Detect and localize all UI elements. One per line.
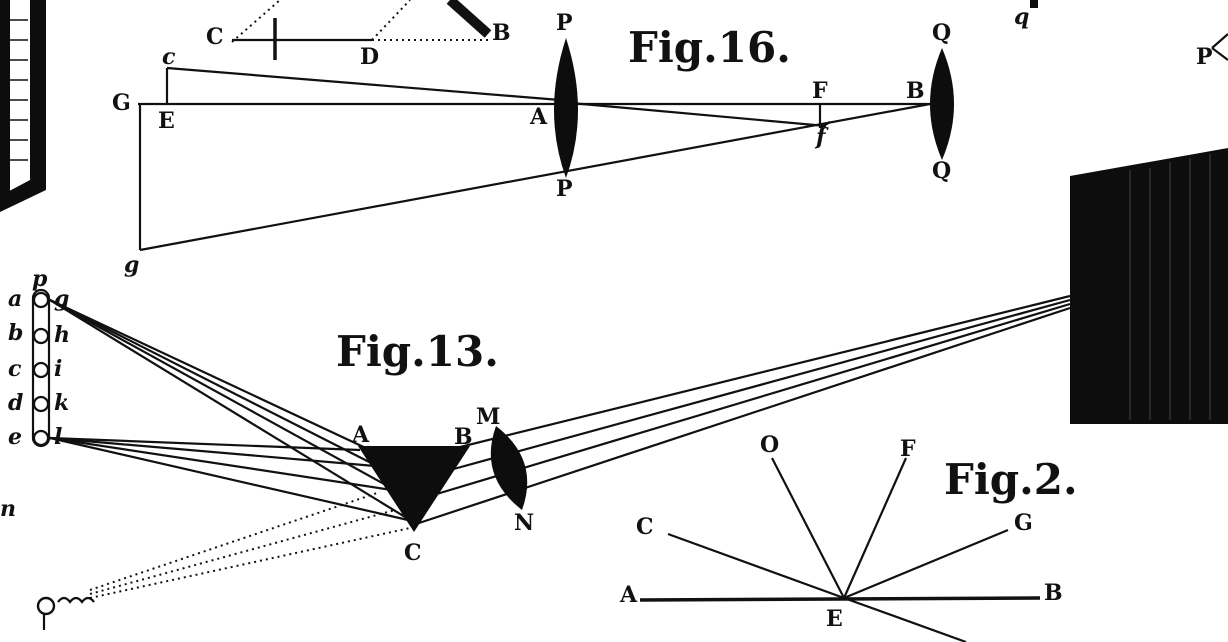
fig16-label-Q-bottom: Q [932,158,951,184]
fig16-label-P-top: P [556,10,573,36]
fig2-label-B: B [1044,580,1063,606]
fig13-label-l: l [54,424,62,450]
lens-pp [554,38,578,178]
fig16-title: Fig.16. [628,23,791,72]
fig2-label-E: E [826,606,843,632]
fig16-label-B-top: B [492,20,511,46]
fig13-label-side-n: n [0,496,16,522]
fig13-label-C: C [404,540,422,566]
eye-lashes [57,596,95,604]
fig13-label-k: k [54,390,69,416]
fig13-label-b: b [8,320,23,346]
fig16-label-f: f [814,124,829,150]
figure-16: Fig.16. C D B P P Q Q c G E A F B f g [112,0,954,278]
fig16-label-g: g [124,252,139,278]
fig16-label-c: c [162,44,176,70]
edge-mark [1030,0,1038,8]
fig13-label-B: B [454,424,473,450]
fig2-label-O: O [760,432,779,458]
fig16-label-Q-top: Q [932,20,951,46]
fig16-label-G: G [112,90,131,116]
fig13-label-e: e [8,424,22,450]
fig13-label-M: M [476,404,500,430]
fig2-label-G: G [1014,510,1033,536]
fig13-label-a: a [8,286,22,312]
fig16-label-A: A [529,104,548,130]
fig2-label-F: F [900,436,916,462]
prism-abc [358,446,470,532]
fig2-title: Fig.2. [944,455,1078,504]
fig13-label-g: g [54,286,69,312]
fig16-label-E: E [158,108,175,134]
fig13-label-d: d [8,390,23,416]
fig2-label-C: C [636,514,654,540]
screen-panel [1070,148,1228,424]
fig13-label-h: h [54,322,70,348]
edge-label-P: P [1196,44,1213,70]
fig13-label-c: c [8,356,22,382]
fig13-label-i: i [54,356,62,382]
fig16-label-D: D [360,44,379,70]
fig13-label-A: A [351,422,370,448]
fig16-label-P-bottom: P [556,176,573,202]
eye-icon [36,596,56,616]
left-edge-panel [0,0,46,212]
edge-bracket [1211,33,1228,61]
lens-mn [490,426,528,510]
fig13-title: Fig.13. [336,327,499,376]
fig2-label-A: A [619,582,638,608]
fig13-label-N: N [514,510,534,536]
fig16-label-B: B [906,78,925,104]
lens-qq [930,48,954,160]
figure-2: Fig.2. O F C G A B E [619,432,1078,642]
fig16-label-C: C [206,24,224,50]
figure-13: Fig.13. p a b c d e g h i k l n A B C M … [0,148,1228,630]
screen-texture [1129,154,1211,420]
fig13-label-p: p [32,266,48,292]
fig16-label-F: F [812,78,828,104]
edge-label-q: q [1014,4,1029,30]
